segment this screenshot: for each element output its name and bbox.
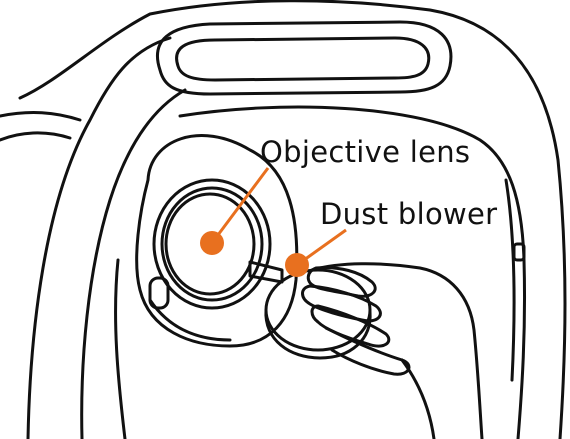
lens-hood-shadow: [148, 298, 232, 342]
lens-middle-ring: [160, 186, 264, 302]
dust-blower-label: Dust blower: [320, 197, 497, 231]
device-edge-left: [0, 111, 82, 122]
panel-clip: [512, 242, 526, 262]
lens-latch: [148, 276, 170, 310]
objective-lens-label: Objective lens: [260, 135, 470, 169]
panel-right-edge: [178, 105, 527, 439]
top-handle-inner: [175, 36, 431, 82]
lens-hood: [135, 134, 299, 348]
lens-outer-ring: [152, 178, 272, 310]
lens-glass: [164, 192, 256, 296]
hand-wrist: [400, 358, 436, 439]
dust-blower-marker: [285, 253, 309, 277]
callouts: [200, 167, 347, 277]
hand-palm: [310, 262, 484, 439]
device-edge-left-2: [0, 131, 72, 142]
objective-lens-leader: [210, 167, 270, 244]
hand-thumb: [324, 326, 411, 376]
device-inner-rim: [26, 36, 172, 439]
hand-finger-3: [310, 304, 391, 348]
panel-right-seam: [504, 178, 516, 382]
blower-bulb-body: [264, 308, 372, 360]
device-left-wall-inner: [114, 258, 127, 439]
top-handle-outer: [156, 20, 453, 96]
device-left-wall: [80, 88, 187, 439]
blower-bulb-rim: [264, 268, 372, 352]
device-outer-rim: [18, 0, 567, 439]
objective-lens-marker: [200, 231, 224, 255]
